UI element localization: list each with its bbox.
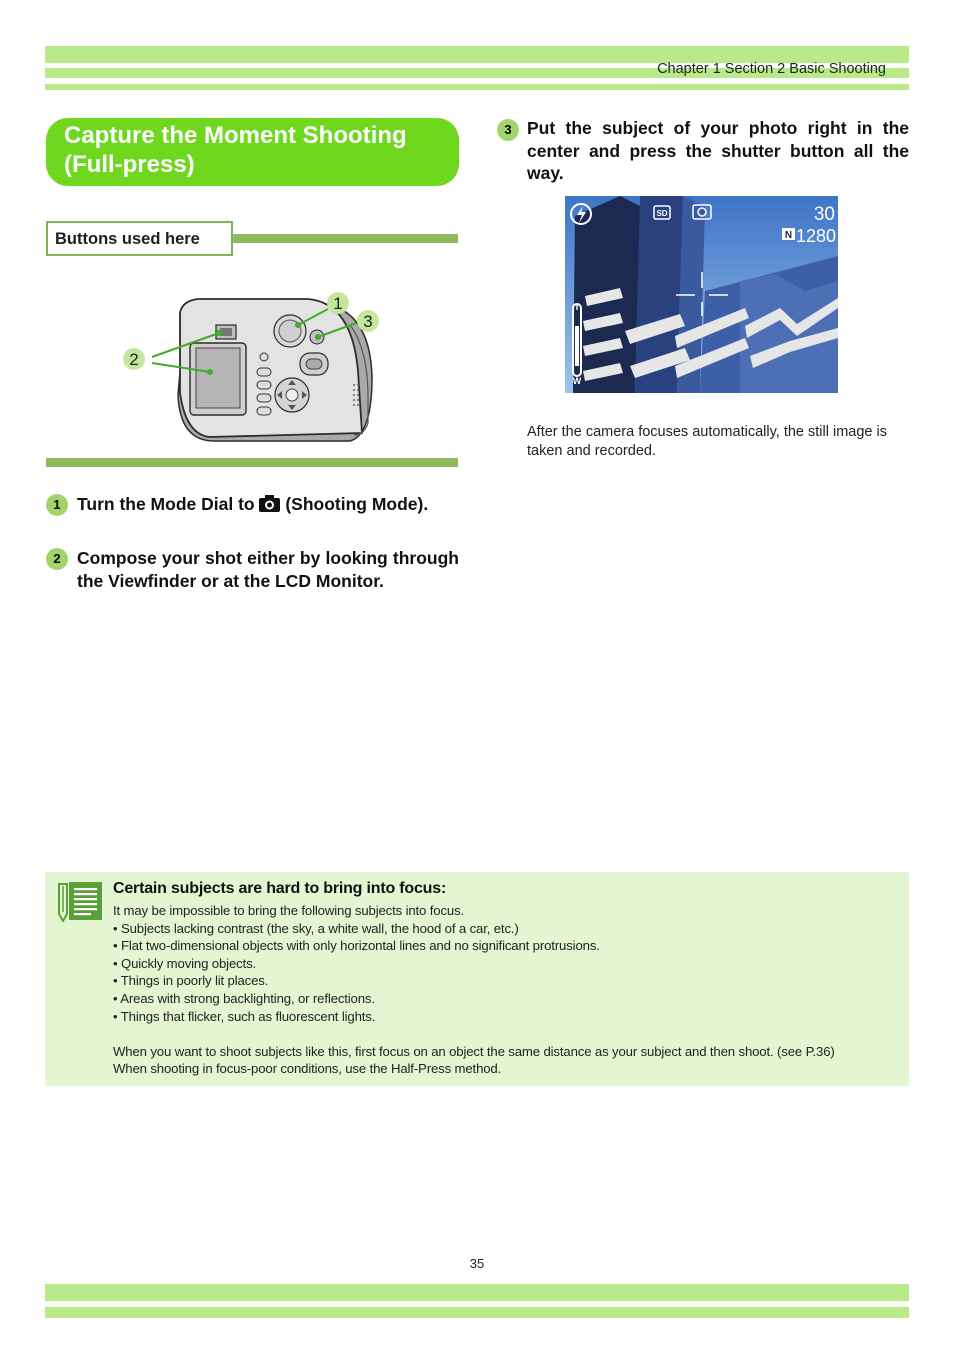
note-item: • Things in poorly lit places. <box>113 973 269 989</box>
step-1-text-before: Turn the Mode Dial to <box>77 494 255 514</box>
step-1-number: 1 <box>46 494 68 516</box>
footer-band-top <box>45 1284 909 1301</box>
note-item: • Quickly moving objects. <box>113 955 257 971</box>
note-box <box>45 872 909 1086</box>
focus-frame <box>676 272 728 316</box>
note-item: • Areas with strong backlighting, or ref… <box>113 990 375 1006</box>
quality-icon <box>782 228 795 240</box>
zoom-tele-label: T <box>574 302 580 312</box>
step-3-number: 3 <box>497 119 519 141</box>
note-item: • Subjects lacking contrast (the sky, a … <box>113 920 519 936</box>
header-band-bottom <box>45 84 909 90</box>
note-title: Certain subjects are hard to bring into … <box>113 880 447 897</box>
camera-illustration: 2 1 3 <box>123 292 379 442</box>
step-1-text-after: (Shooting Mode). <box>285 494 429 514</box>
lcd-preview-image: T W SD 30 N 1280 <box>565 196 838 393</box>
flash-off-icon <box>570 203 592 225</box>
lcd-caption: After the camera focuses automatically, … <box>527 424 887 459</box>
note-body: It may be impossible to bring the follow… <box>113 902 903 1078</box>
note-footer-2: When shooting in focus-poor conditions, … <box>113 1061 502 1077</box>
header-band-top <box>45 46 909 63</box>
step-1-text: Turn the Mode Dial to (Shooting Mode). <box>77 493 462 516</box>
memo-icon <box>58 882 102 922</box>
quality-label: N <box>785 230 792 241</box>
step-3-text: Put the subject of your photo right in t… <box>527 118 909 183</box>
page-number: 35 <box>469 1256 485 1271</box>
note-item: • Flat two-dimensional objects with only… <box>113 938 600 954</box>
card-label: SD <box>656 209 667 218</box>
buttons-used-label: Buttons used here <box>46 221 233 256</box>
camera-icon <box>259 495 281 512</box>
resolution-value: 1280 <box>796 226 836 246</box>
footer-band-bottom <box>45 1307 909 1318</box>
section-title: Capture the Moment Shooting (Full-press) <box>46 118 459 186</box>
sd-card-icon <box>653 205 671 220</box>
section-title-line1: Capture the Moment Shooting <box>64 122 407 149</box>
callout-1: 1 <box>333 294 342 313</box>
header-band-middle <box>45 68 909 78</box>
section-rule <box>46 458 458 467</box>
callout-2: 2 <box>129 350 138 369</box>
shooting-mode-icon <box>692 204 712 220</box>
note-footer-1: When you want to shoot subjects like thi… <box>113 1043 835 1059</box>
buttons-rule <box>232 234 458 243</box>
callout-3: 3 <box>363 312 372 331</box>
note-intro: It may be impossible to bring the follow… <box>113 903 465 918</box>
note-item: • Things that flicker, such as fluoresce… <box>113 1008 376 1024</box>
shots-remaining: 30 <box>814 204 835 225</box>
step-2-number: 2 <box>46 548 68 570</box>
zoom-wide-label: W <box>573 376 582 386</box>
chapter-heading: Chapter 1 Section 2 Basic Shooting <box>657 61 886 77</box>
section-title-line2: (Full-press) <box>64 151 195 178</box>
step-2-text: Compose your shot either by looking thro… <box>77 548 459 591</box>
